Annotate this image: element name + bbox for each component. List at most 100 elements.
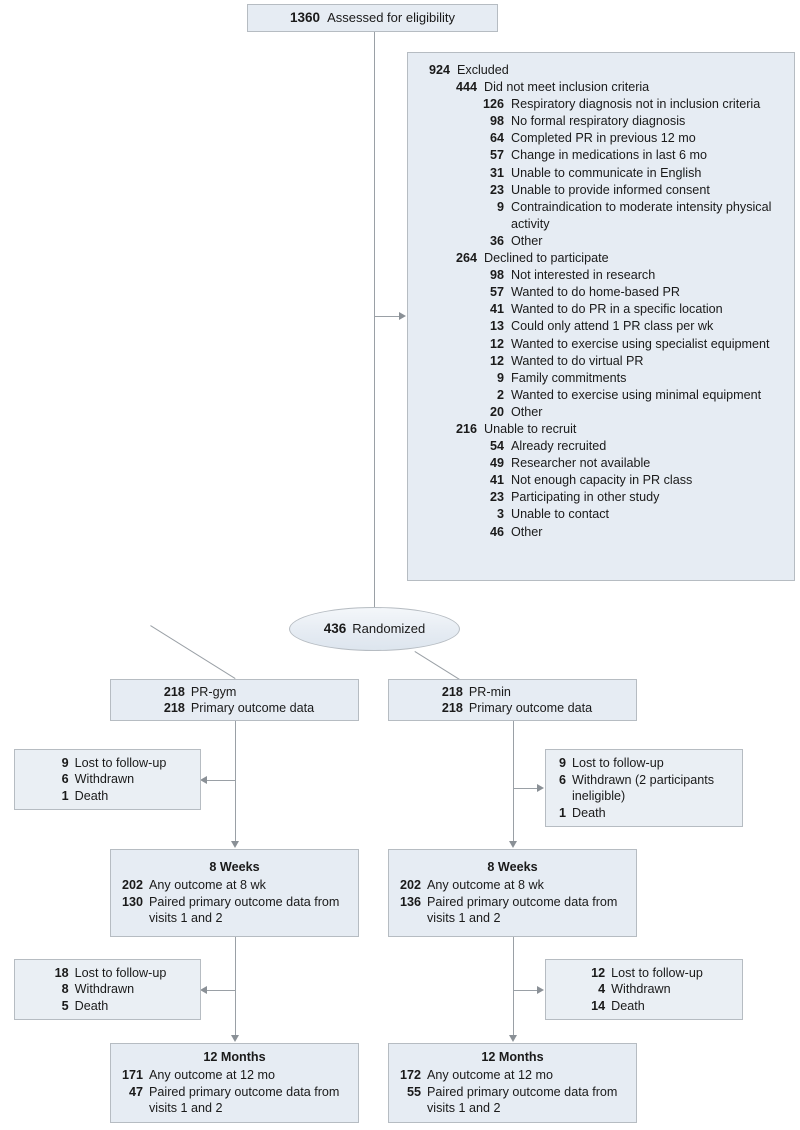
count-value: 98 xyxy=(489,114,504,129)
count-value: 171 xyxy=(121,1068,143,1083)
count-value: 49 xyxy=(489,456,504,471)
count-value: 41 xyxy=(489,473,504,488)
count-row: 5 Death xyxy=(49,998,167,1015)
count-label: Paired primary outcome data from visits … xyxy=(149,894,340,926)
assessed-count: 1360 xyxy=(290,9,321,25)
count-label: Not enough capacity in PR class xyxy=(511,473,693,488)
count-label: Family commitments xyxy=(511,370,627,385)
count-value: 9 xyxy=(496,370,504,385)
count-row: 47 Paired primary outcome data from visit… xyxy=(111,1084,358,1117)
count-label: Primary outcome data xyxy=(190,701,315,715)
count-label: Unable to provide informed consent xyxy=(511,182,710,197)
count-value: 6 xyxy=(558,772,566,787)
count-value: 23 xyxy=(489,182,504,197)
count-label: Any outcome at 12 mo xyxy=(149,1068,276,1083)
count-label: Lost to follow-up xyxy=(611,965,703,980)
assessed-label: Assessed for eligibility xyxy=(327,9,455,25)
count-value: 55 xyxy=(406,1084,421,1099)
count-row: 49 Researcher not available xyxy=(420,455,786,472)
count-label: Researcher not available xyxy=(511,456,651,471)
count-label: Unable to communicate in English xyxy=(511,165,702,180)
week8-left-header: 8 Weeks xyxy=(209,860,260,875)
count-row: 9 Family commitments xyxy=(420,370,786,387)
count-label: PR-min xyxy=(468,684,511,699)
count-label: Death xyxy=(74,788,109,803)
count-value: 8 xyxy=(61,982,69,997)
count-row: 12 Wanted to exercise using specialist eq… xyxy=(420,336,786,353)
count-value: 46 xyxy=(489,524,504,539)
count-row: 41 Not enough capacity in PR class xyxy=(420,472,786,489)
randomized-label: Randomized xyxy=(352,620,426,636)
randomized-row: 436 Randomized xyxy=(324,621,426,638)
assessed-for-eligibility-box: 1360 Assessed for eligibility xyxy=(247,4,498,32)
count-label: Paired primary outcome data from visits … xyxy=(149,1084,340,1116)
count-label: Death xyxy=(74,998,109,1013)
count-value: 5 xyxy=(61,998,69,1013)
count-label: Other xyxy=(511,524,543,539)
arrow-to-excluded xyxy=(399,312,406,320)
count-label: Death xyxy=(611,998,645,1013)
count-value: 41 xyxy=(489,302,504,317)
count-label: Lost to follow-up xyxy=(74,965,167,980)
connector-left-arm-down xyxy=(235,721,236,842)
count-label: Could only attend 1 PR class per wk xyxy=(511,319,714,334)
arrow-left-attrition-1 xyxy=(200,776,207,784)
count-value: 218 xyxy=(163,701,185,715)
count-label: Unable to recruit xyxy=(484,421,577,436)
count-value: 23 xyxy=(489,490,504,505)
count-label: Wanted to exercise using specialist equi… xyxy=(511,336,770,351)
count-value: 12 xyxy=(591,965,606,980)
count-value: 36 xyxy=(489,233,504,248)
count-value: 54 xyxy=(489,439,504,454)
count-label: Already recruited xyxy=(511,439,607,454)
count-row: 218 Primary outcome data xyxy=(155,700,314,717)
count-value: 924 xyxy=(428,63,450,77)
count-label: Other xyxy=(511,404,543,419)
connector-spine-to-randomized xyxy=(374,316,375,607)
count-value: 202 xyxy=(121,878,143,893)
count-value: 47 xyxy=(128,1084,143,1099)
count-value: 12 xyxy=(489,336,504,351)
connector-right-arm-down xyxy=(513,721,514,842)
count-label: Lost to follow-up xyxy=(572,756,664,770)
count-label: Paired primary outcome data from visits … xyxy=(427,894,618,926)
count-row: 218 Primary outcome data xyxy=(433,700,592,717)
count-value: 9 xyxy=(558,756,566,770)
count-label: Did not meet inclusion criteria xyxy=(484,80,650,95)
connector-left-attrition-2 xyxy=(207,990,235,991)
count-label: Declined to participate xyxy=(484,251,609,266)
count-row: 171 Any outcome at 12 mo xyxy=(111,1067,358,1084)
count-value: 2 xyxy=(496,387,504,402)
count-value: 9 xyxy=(61,755,69,770)
count-label: Primary outcome data xyxy=(468,701,593,715)
count-label: Any outcome at 8 wk xyxy=(149,878,266,893)
count-value: 218 xyxy=(441,701,463,715)
arrow-right-attrition-1 xyxy=(537,784,544,792)
